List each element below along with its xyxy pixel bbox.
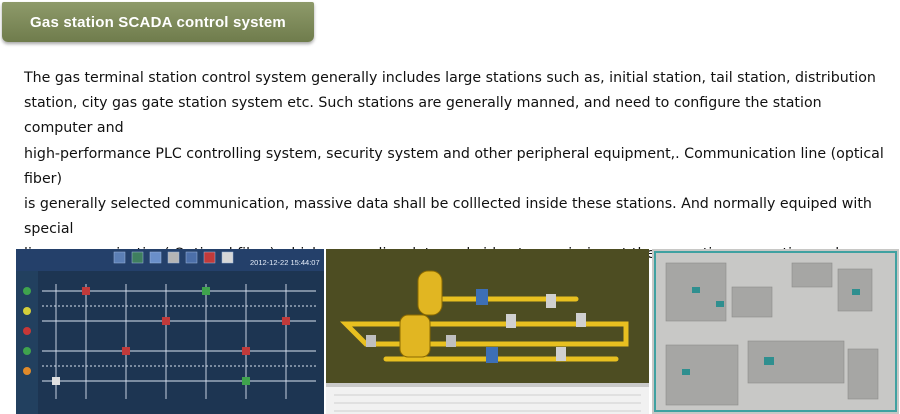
scada-schematic-screenshot: 2012-12-22 15:44:07 — [16, 249, 324, 414]
page-title-tab: Gas station SCADA control system — [2, 2, 314, 42]
valve-markers — [52, 287, 290, 385]
storage-tanks — [399, 270, 443, 358]
site-plan-screenshot — [652, 249, 899, 414]
equipment-markers — [682, 287, 860, 375]
process-3d-screenshot — [326, 249, 649, 414]
toolbar-icons — [113, 251, 234, 264]
page-title: Gas station SCADA control system — [30, 13, 286, 31]
process-valves — [366, 289, 586, 363]
left-tool-panel — [23, 287, 31, 375]
process-timestamp: 2012-12-22 15:44:07 — [250, 258, 320, 267]
alarm-event-list — [334, 394, 641, 412]
